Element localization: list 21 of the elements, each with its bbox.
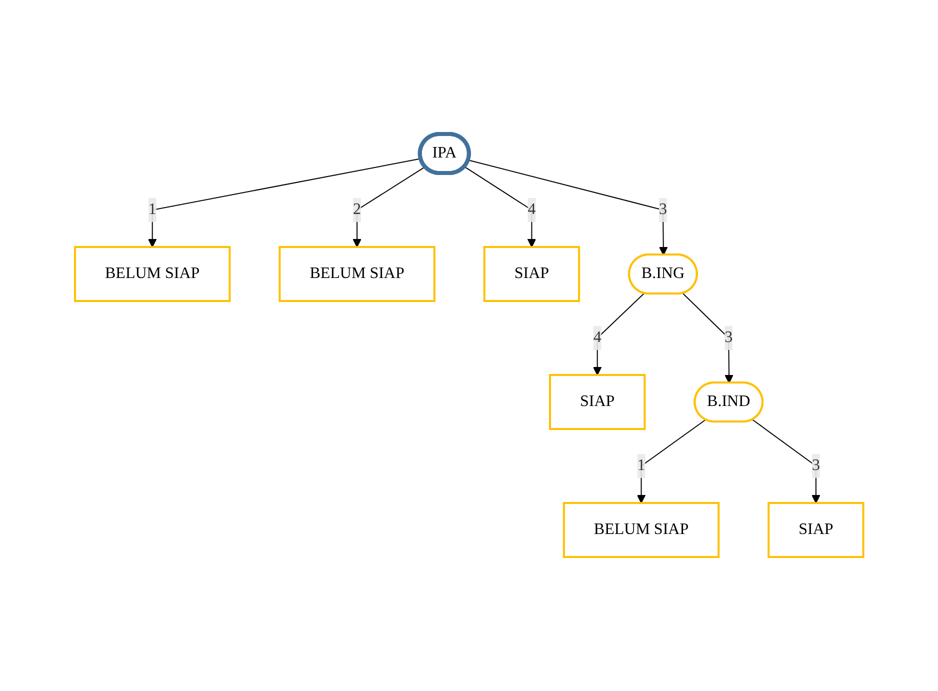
edge-label: 3: [812, 456, 820, 474]
node-box: SIAP: [548, 374, 646, 430]
arrow: [636, 419, 706, 504]
arrow: [682, 292, 734, 384]
edge-label: 3: [658, 200, 667, 218]
node-box: BELUM SIAP: [278, 246, 436, 302]
arrow: [468, 160, 668, 256]
node-box: SIAP: [767, 502, 864, 558]
arrow: [592, 292, 644, 376]
arrow: [464, 166, 536, 248]
edge-label: 3: [724, 328, 732, 346]
edge-label: 2: [352, 200, 361, 218]
edge-label: 4: [593, 328, 602, 346]
arrow: [352, 166, 426, 248]
node-box: BELUM SIAP: [562, 502, 720, 558]
arrow: [752, 419, 820, 504]
edge-label: 1: [148, 200, 156, 218]
edge-label: 4: [528, 200, 536, 218]
node-box: BELUM SIAP: [74, 246, 231, 302]
edge-label: 1: [637, 456, 646, 474]
node-box: SIAP: [483, 246, 580, 302]
